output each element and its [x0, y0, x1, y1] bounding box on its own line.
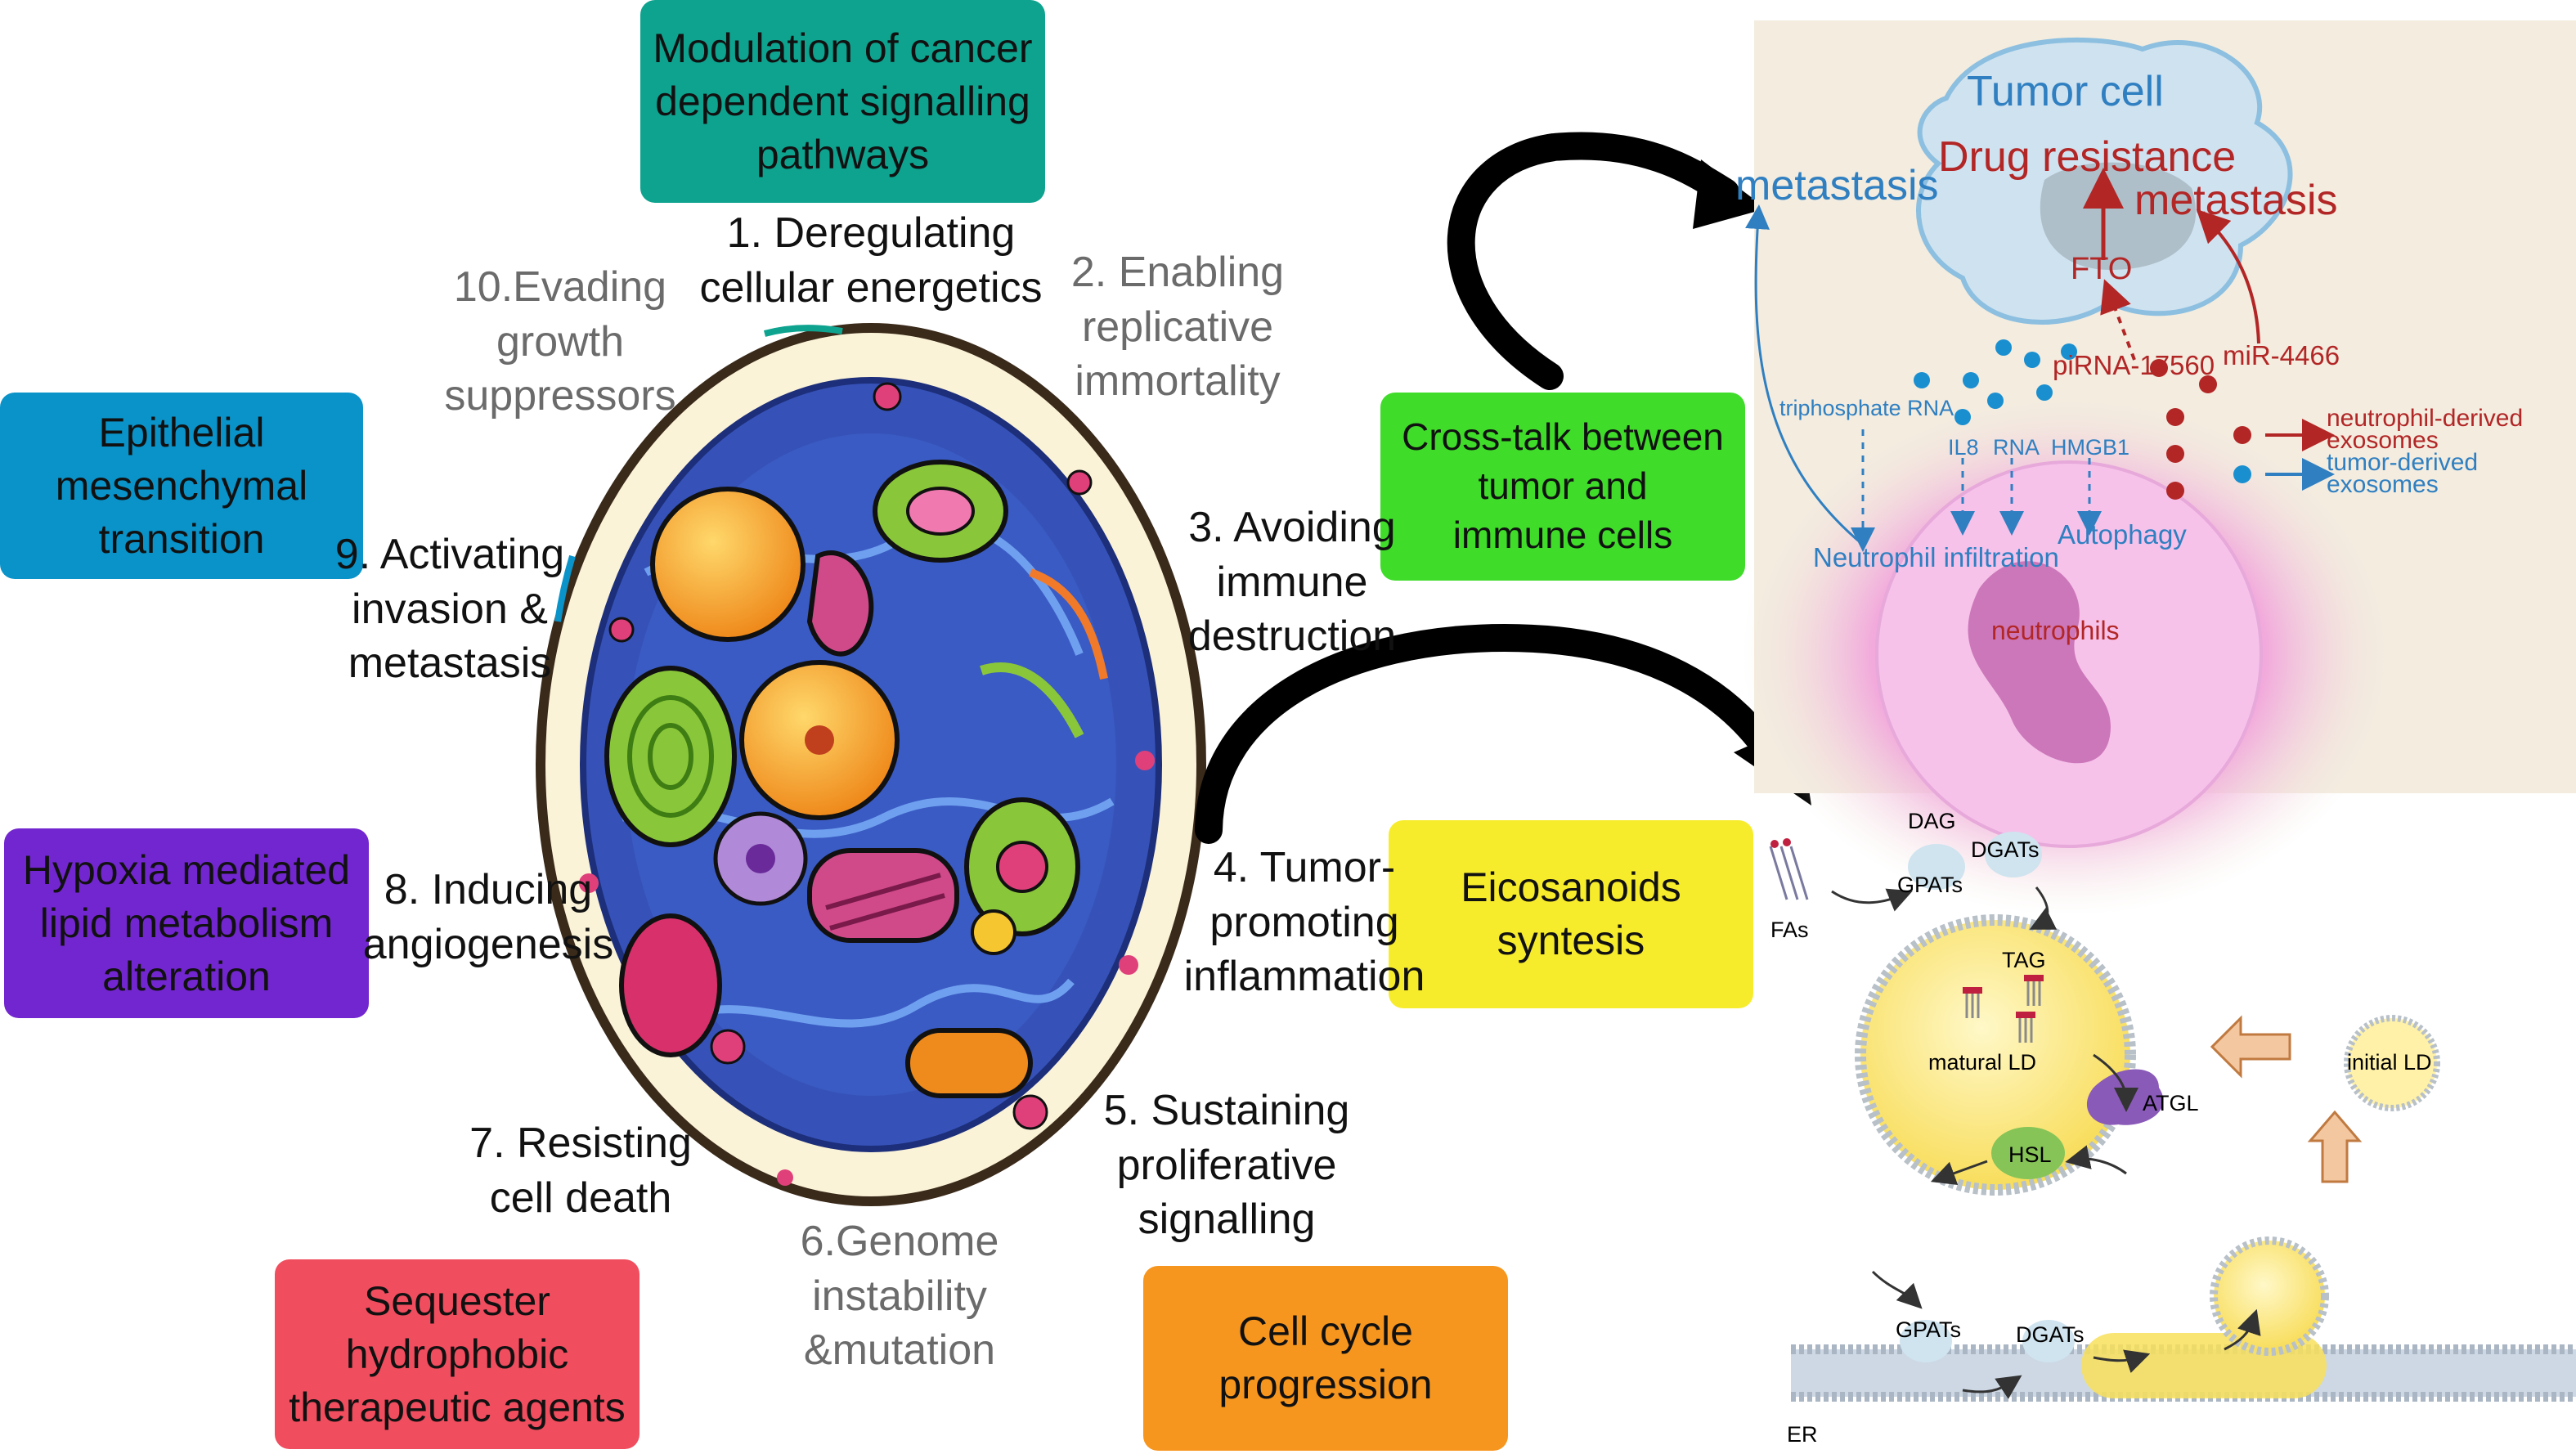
- legend-tumor-exosomes: tumor-derived exosomes: [2327, 449, 2479, 498]
- hypoxia-box: Hypoxia mediated lipid metabolism altera…: [4, 828, 369, 1018]
- hallmark-8-label: 8. Inducing angiogenesis: [362, 866, 614, 968]
- dgats-top-label: DGATs: [1971, 837, 2040, 862]
- tumor-cell-label: Tumor cell: [1967, 68, 2164, 115]
- neutrophils-label: neutrophils: [1991, 616, 2120, 645]
- gpats-top-label: GPATs: [1897, 873, 1963, 897]
- drug-resistance-label: Drug resistance: [1938, 133, 2237, 181]
- metastasis-right-label: metastasis: [2134, 177, 2338, 224]
- pirna-label: piRNA-17560: [2053, 350, 2215, 380]
- hsl-label: HSL: [2008, 1142, 2052, 1167]
- immune-panel: [1742, 20, 2576, 916]
- atgl-label: ATGL: [2143, 1091, 2199, 1115]
- cell-cycle-box: Cell cycle progression: [1143, 1266, 1508, 1451]
- fas-label: FAs: [1770, 918, 1809, 942]
- hallmark-1-label: 1. Deregulating cellular energetics: [699, 209, 1043, 312]
- legend-neutrophil-exosomes: neutrophil-derived exosomes: [2327, 405, 2524, 454]
- er-label: ER: [1787, 1422, 1818, 1447]
- initial-ld-label: initial LD: [2347, 1050, 2432, 1075]
- neutrophil-infiltration-label: Neutrophil infiltration: [1813, 542, 2059, 572]
- dag-label: DAG: [1908, 809, 1956, 833]
- fto-label: FTO: [2071, 252, 2133, 286]
- crosstalk-box: Cross-talk between tumor and immune cell…: [1380, 393, 1745, 581]
- lipid-panel: [1769, 832, 2576, 1402]
- crosstalk-arrow: [1447, 132, 1766, 390]
- gpats-bottom-label: GPATs: [1896, 1317, 1962, 1342]
- autophagy-label: Autophagy: [2058, 519, 2187, 550]
- hallmark-10-label: 10.Evading growth suppressors: [444, 263, 676, 420]
- hmgb1-label: HMGB1: [2051, 435, 2130, 460]
- sequester-box: Sequester hydrophobic therapeutic agents: [275, 1259, 640, 1449]
- modulation-box: Modulation of cancer dependent signallin…: [640, 0, 1045, 203]
- metastasis-left-label: metastasis: [1735, 162, 1939, 209]
- il8-label: IL8: [1948, 435, 1979, 460]
- hallmark-5-label: 5. Sustaining proliferative signalling: [1103, 1087, 1350, 1244]
- tag-label: TAG: [2002, 948, 2046, 972]
- matural-ld-label: matural LD: [1928, 1050, 2037, 1075]
- hallmark-2-label: 2. Enabling replicative immortality: [1070, 249, 1285, 406]
- hallmark-3-label: 3. Avoiding immune destruction: [1187, 504, 1397, 661]
- cell-illustration: [536, 323, 1206, 1206]
- hallmark-7-label: 7. Resisting cell death: [469, 1120, 692, 1222]
- hallmark-4-label: 4. Tumor- promoting inflammation: [1183, 844, 1425, 1001]
- eicosanoids-box: Eicosanoids syntesis: [1389, 820, 1753, 1008]
- dgats-bottom-label: DGATs: [2016, 1322, 2085, 1347]
- rna-label: RNA: [1993, 435, 2040, 460]
- hallmark-9-label: 9. Activating invasion & metastasis: [334, 531, 565, 688]
- hallmark-6-label: 6.Genome instability &mutation: [800, 1218, 999, 1375]
- mir-label: miR-4466: [2223, 340, 2340, 370]
- emt-box: Epithelial mesenchymal transition: [0, 393, 363, 579]
- triphosphate-rna-label: triphosphate RNA: [1779, 396, 1954, 420]
- inflammation-arrow: [1195, 623, 1811, 844]
